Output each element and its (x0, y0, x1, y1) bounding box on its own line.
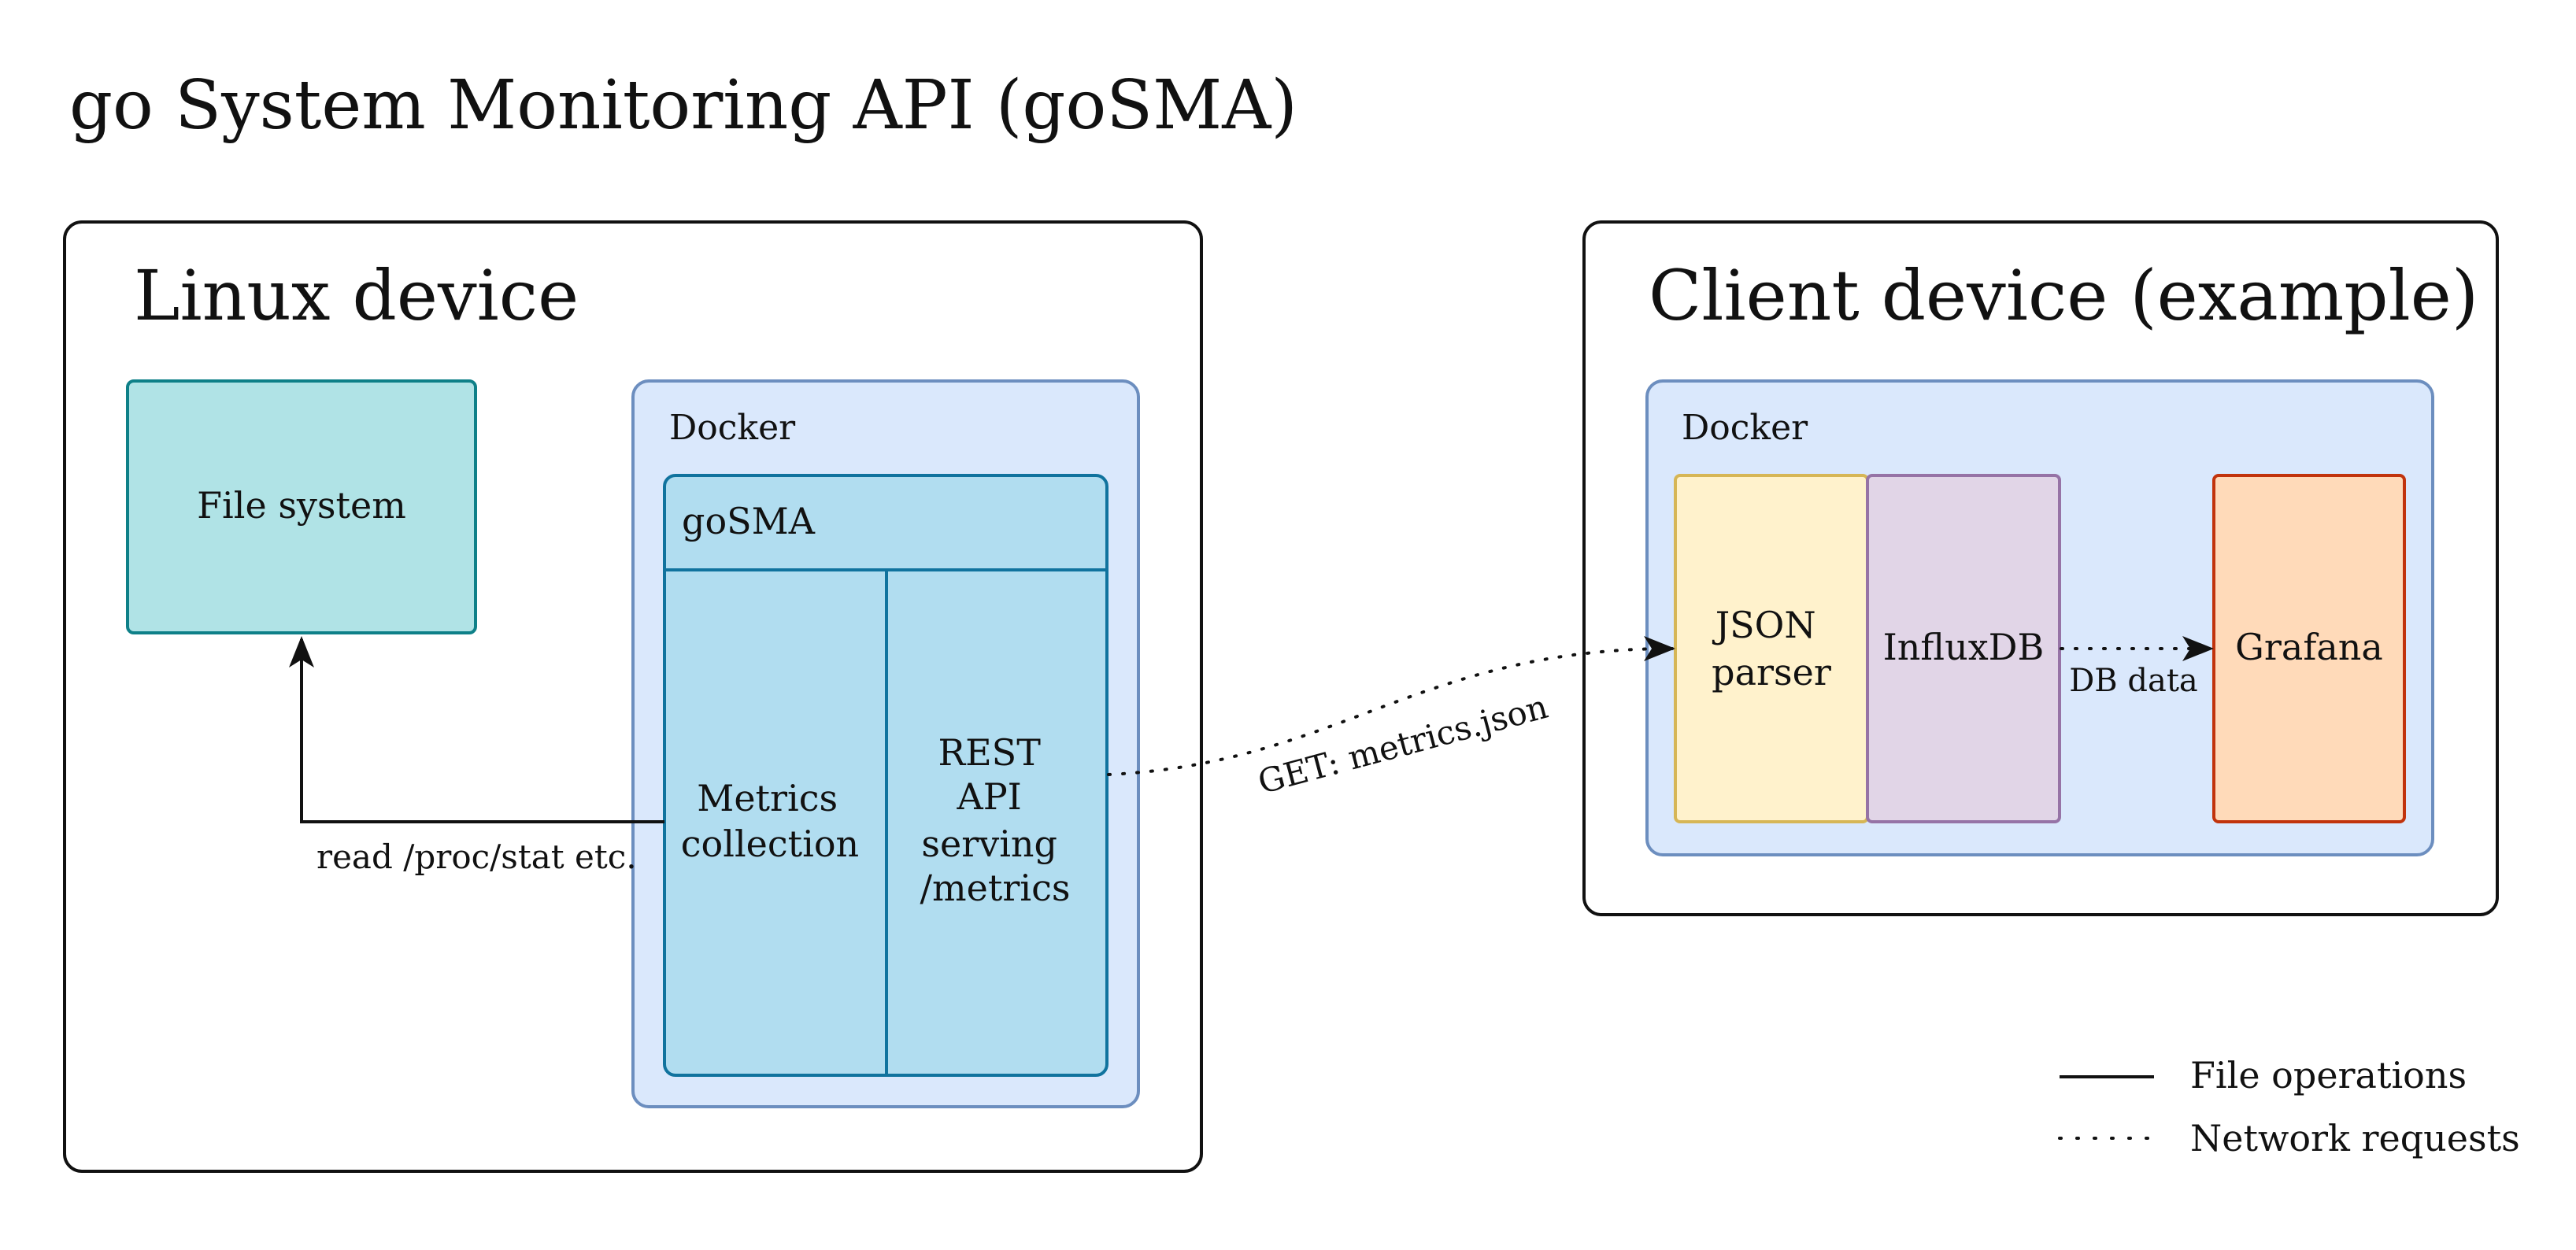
read-proc-label: read /proc/stat etc. (316, 838, 637, 876)
legend-file-operations-label: File operations (2190, 1054, 2467, 1097)
page-title: go System Monitoring API (goSMA) (69, 66, 1297, 145)
metrics-collection-label: Metrics collection (681, 777, 859, 865)
json-parser-label: JSON parser (1712, 604, 1831, 693)
client-docker-label: Docker (1682, 408, 1808, 448)
gosma-label: goSMA (682, 500, 816, 542)
rest-api-label: REST API serving /metrics (920, 731, 1071, 909)
client-device-label: Client device (example) (1649, 255, 2478, 336)
network-request-label: GET: metrics.json (1254, 687, 1552, 801)
db-data-arrow: DB data (2060, 636, 2214, 699)
legend: File operations Network requests (2058, 1054, 2520, 1159)
gosma-box: goSMA (663, 474, 1108, 1077)
json-parser-box: JSON parser (1674, 474, 1869, 823)
legend-network-requests-label: Network requests (2190, 1117, 2520, 1159)
db-data-label: DB data (2069, 663, 2198, 699)
file-system-label: File system (197, 484, 406, 527)
influxdb-label: InfluxDB (1883, 626, 2045, 668)
grafana-box: Grafana (2212, 474, 2406, 823)
influxdb-box: InfluxDB (1866, 474, 2061, 823)
file-read-arrow: read /proc/stat etc. (289, 636, 664, 876)
linux-device-label: Linux device (134, 255, 579, 336)
file-system-box: File system (126, 379, 477, 634)
grafana-label: Grafana (2235, 626, 2383, 668)
linux-docker-label: Docker (669, 408, 796, 448)
